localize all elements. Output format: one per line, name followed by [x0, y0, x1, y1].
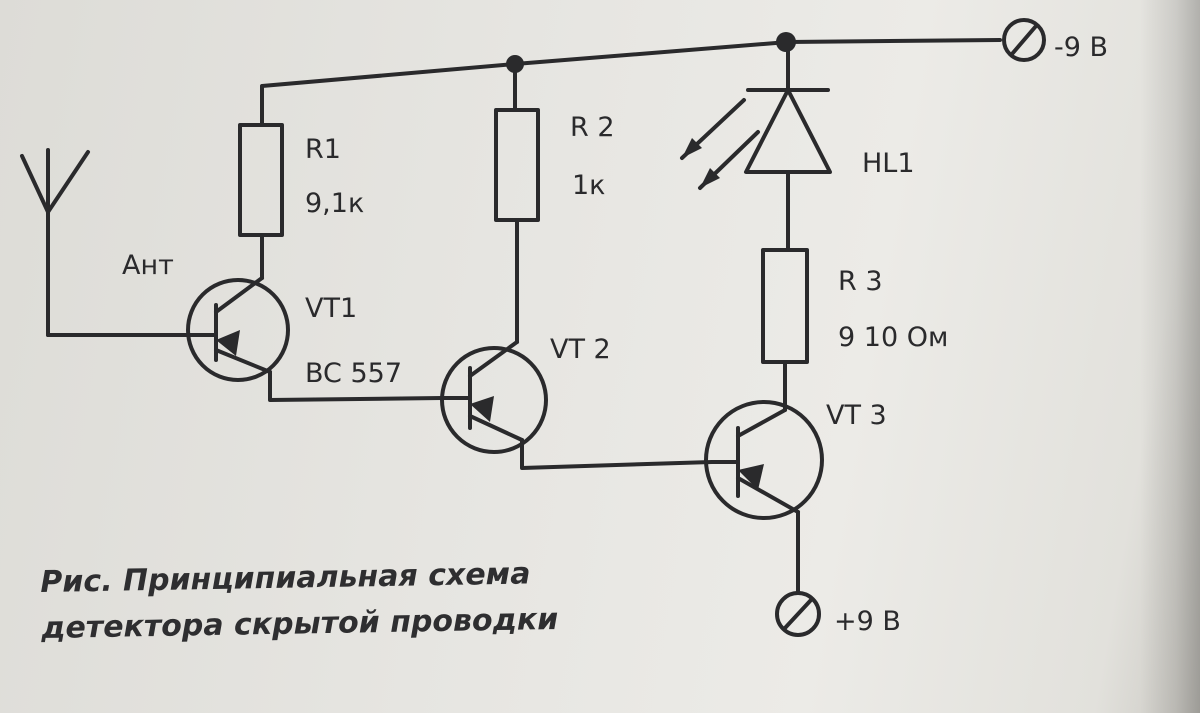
r2-resistor [494, 108, 540, 222]
hl1-label: HL1 [862, 148, 915, 179]
vt2-emitter-arrow [470, 396, 494, 422]
vt2-to-vt3-wire [520, 438, 714, 470]
vt2-transistor [440, 340, 548, 454]
led-arrowhead-2 [700, 168, 720, 188]
antenna-label: Ант [122, 250, 174, 281]
r1-value-label: 9,1к [305, 188, 364, 219]
junction-dot-led [776, 32, 796, 52]
page-binding-shadow [1140, 0, 1200, 713]
r2-name-label: R 2 [570, 112, 615, 143]
top-rail-wire [260, 38, 1002, 114]
r3-name-label: R 3 [838, 266, 883, 297]
negative-supply-label: -9 В [1054, 32, 1108, 63]
r3-value-label: 9 10 Ом [838, 322, 948, 353]
junction-dot-r2 [506, 55, 524, 73]
vt2-name-label: VT 2 [550, 334, 611, 365]
figure-caption: Рис. Принципиальная схема детектора скры… [40, 549, 682, 652]
vt1-transistor [186, 276, 290, 382]
vt1-name-label: VT1 [305, 293, 357, 324]
r1-name-label: R1 [305, 134, 341, 165]
antenna-symbol [20, 148, 90, 337]
vt1-part-label: BC 557 [305, 358, 402, 389]
vt3-emitter-arrow [738, 464, 764, 490]
led-arrowhead-1 [682, 138, 702, 158]
r2-value-label: 1к [572, 170, 606, 201]
r3-resistor [761, 248, 809, 364]
positive-terminal [775, 591, 821, 637]
r1-resistor [238, 123, 284, 237]
negative-terminal [1002, 18, 1046, 62]
vt1-to-vt2-wire [268, 370, 444, 402]
vt3-name-label: VT 3 [826, 400, 887, 431]
vt3-transistor [704, 400, 824, 520]
vt1-emitter-arrow [216, 330, 240, 356]
positive-supply-label: +9 В [834, 606, 901, 637]
